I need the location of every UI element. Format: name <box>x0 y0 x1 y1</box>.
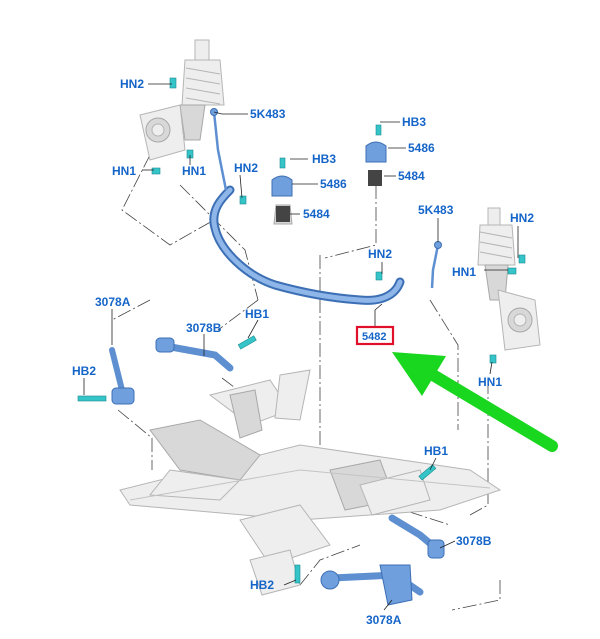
front-subframe <box>119 369 502 596</box>
label-5486-right[interactable]: 5486 <box>408 141 435 155</box>
label-5k483-right[interactable]: 5K483 <box>418 203 454 217</box>
label-5482-selected[interactable]: 5482 <box>362 331 386 343</box>
label-hb2-left[interactable]: HB2 <box>72 364 96 378</box>
label-hn2-right[interactable]: HN2 <box>510 211 534 225</box>
label-hn1-left-a[interactable]: HN1 <box>112 164 136 178</box>
label-hn1-right-b[interactable]: HN1 <box>478 375 502 389</box>
label-hb3-mid[interactable]: HB3 <box>312 152 336 166</box>
stabilizer-bar <box>209 185 405 305</box>
label-5k483-left[interactable]: 5K483 <box>250 107 286 121</box>
label-3078b-lower[interactable]: 3078B <box>456 534 492 548</box>
label-3078b-left[interactable]: 3078B <box>186 321 222 335</box>
bar-brackets <box>271 141 387 225</box>
label-5486-mid[interactable]: 5486 <box>320 177 347 191</box>
leader-lines <box>83 83 519 611</box>
label-hb2-lower[interactable]: HB2 <box>250 578 274 592</box>
left-strut-assembly <box>139 39 225 161</box>
lower-arms <box>109 337 445 606</box>
label-hb1-lower[interactable]: HB1 <box>424 444 448 458</box>
label-5484-mid[interactable]: 5484 <box>303 207 330 221</box>
label-hn2-top-left[interactable]: HN2 <box>120 77 144 91</box>
label-hb3-right[interactable]: HB3 <box>402 115 426 129</box>
green-arrow-icon <box>392 352 558 452</box>
label-hn2-mid-left[interactable]: HN2 <box>234 161 258 175</box>
label-3078a-lower[interactable]: 3078A <box>366 613 402 627</box>
callouts: HN2 5K483 HN1 HN1 HN2 HB3 5486 5484 HB3 … <box>72 77 534 627</box>
label-hn1-left-b[interactable]: HN1 <box>182 164 206 178</box>
right-strut-assembly <box>477 207 541 351</box>
label-hb1-left[interactable]: HB1 <box>245 307 269 321</box>
label-hn1-right-a[interactable]: HN1 <box>452 265 476 279</box>
label-5484-right[interactable]: 5484 <box>398 169 425 183</box>
label-hn2-center[interactable]: HN2 <box>368 247 392 261</box>
label-3078a-left[interactable]: 3078A <box>95 295 131 309</box>
bolts <box>77 77 526 584</box>
selected-part-highlight[interactable]: 5482 <box>355 325 395 346</box>
